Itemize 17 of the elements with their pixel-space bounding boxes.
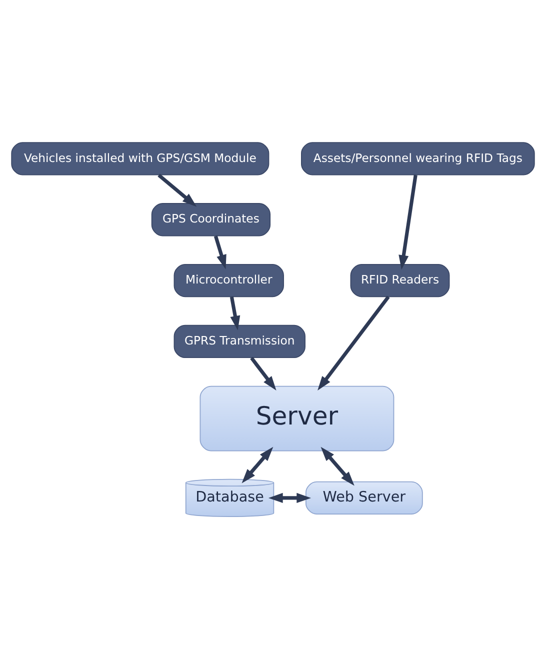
arrow bbox=[158, 173, 197, 206]
node-box: RFID Readers bbox=[350, 263, 450, 297]
arrow bbox=[242, 446, 274, 483]
node-box: Web Server bbox=[305, 480, 423, 514]
arrow bbox=[250, 356, 276, 390]
arrow bbox=[214, 235, 226, 269]
node-box: GPRS Transmission bbox=[174, 324, 306, 358]
node-box: Assets/Personnel wearing RFID Tags bbox=[301, 142, 535, 175]
arrow bbox=[268, 492, 312, 502]
arrow bbox=[320, 446, 354, 486]
node-box: Server bbox=[200, 385, 394, 451]
arrow bbox=[398, 174, 418, 270]
arrow bbox=[318, 295, 390, 390]
arrow bbox=[230, 296, 240, 330]
node-box: Vehicles installed with GPS/GSM Module bbox=[11, 142, 270, 175]
node-box: Microcontroller bbox=[174, 263, 284, 297]
node-box: GPS Coordinates bbox=[151, 202, 271, 236]
